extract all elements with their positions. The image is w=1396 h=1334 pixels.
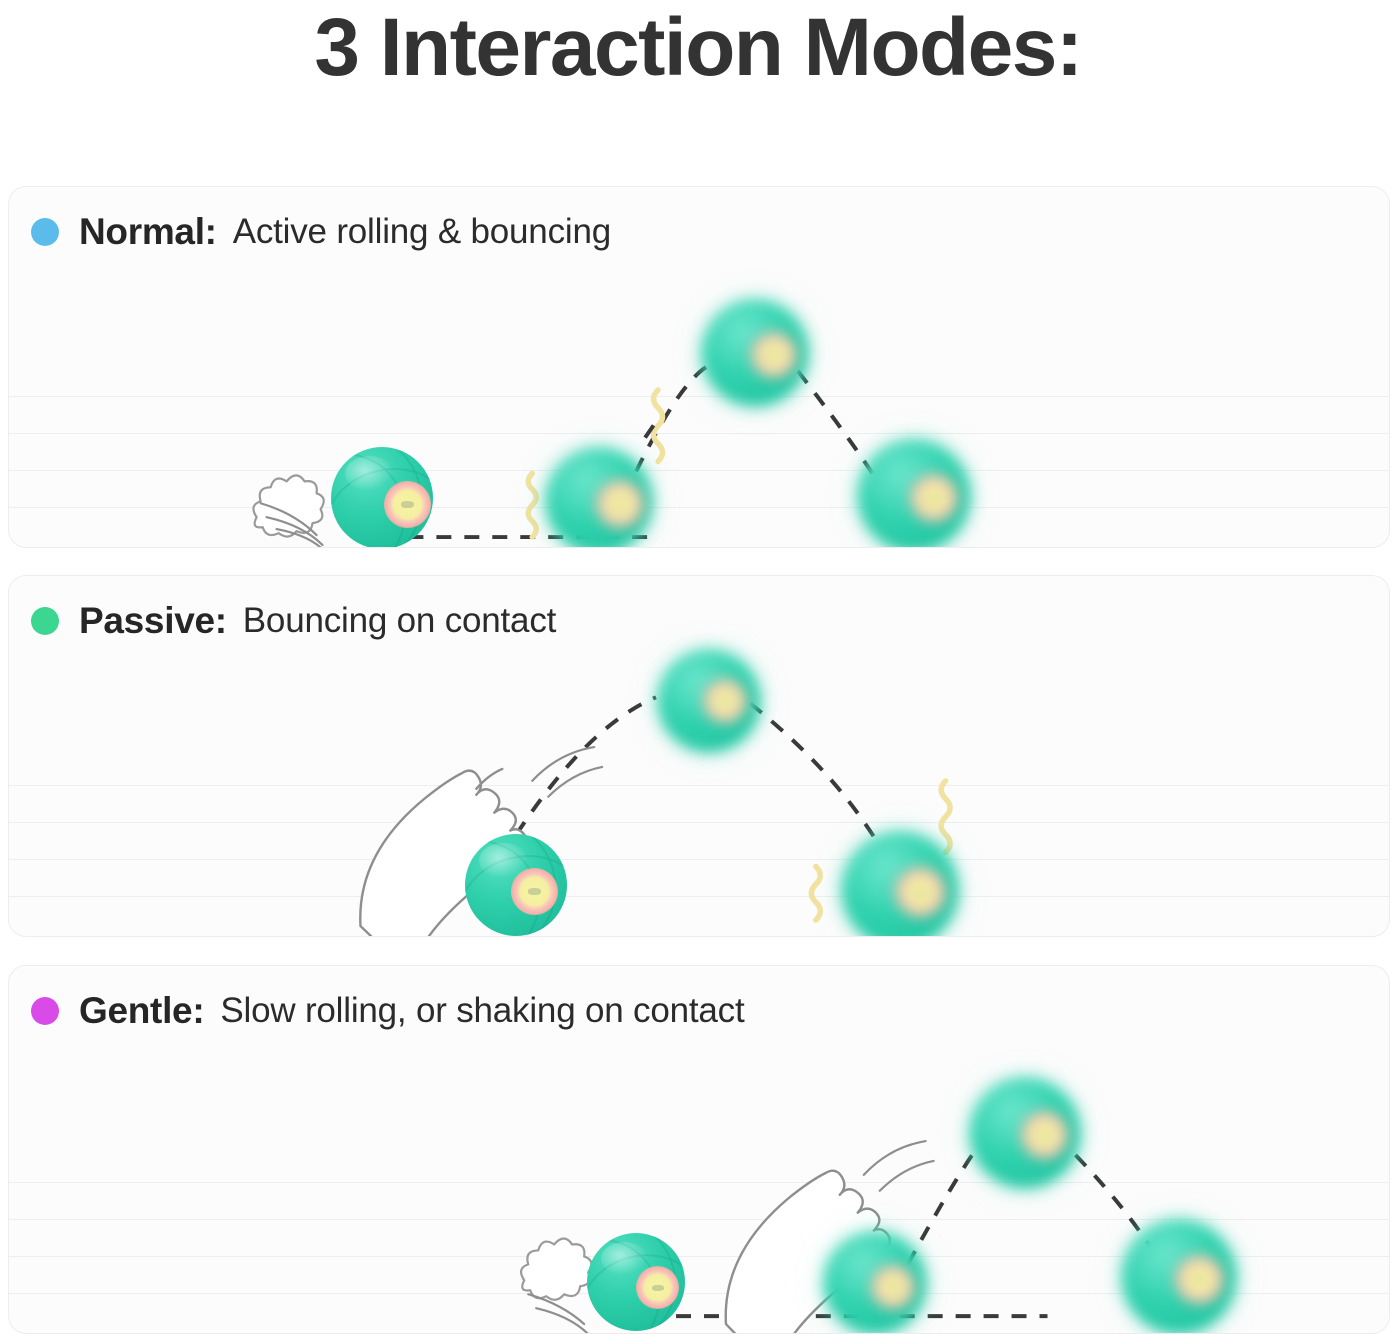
magenta-dot-icon [31, 997, 59, 1025]
ball-eye-pupil [718, 698, 732, 705]
blue-dot-icon [31, 218, 59, 246]
page-title: 3 Interaction Modes: [314, 2, 1083, 93]
ball-eye-icon [510, 867, 558, 915]
mode-description-gentle: Slow rolling, or shaking on contact [220, 991, 745, 1030]
ball-landing-gentle [1123, 1221, 1235, 1333]
ball-gloss [600, 1241, 648, 1276]
ball-contact-gentle [825, 1233, 925, 1333]
ball-eye-pupil [613, 501, 627, 508]
ball-eye-icon [384, 480, 431, 528]
ball-eye-pupil [927, 495, 941, 503]
green-dot-icon [31, 607, 59, 635]
ball-eye-icon [871, 1265, 915, 1309]
dust-puff [519, 1237, 593, 1301]
mode-name-normal: Normal: [79, 211, 217, 252]
ball-contact-passive [465, 834, 567, 936]
motion-lines [259, 502, 324, 547]
ball-eye-icon [1020, 1111, 1069, 1159]
ball-eye-pupil [400, 501, 415, 508]
ball-eye-icon [636, 1266, 680, 1310]
ball-eye-pupil [913, 889, 928, 897]
ball-rolling-normal [331, 447, 433, 547]
mode-description-normal: Active rolling & bouncing [232, 212, 611, 251]
ball-eye-icon [703, 679, 747, 723]
ball-eye-pupil [886, 1284, 900, 1291]
dashed-arc-path-down [796, 369, 876, 477]
motion-lines [527, 1293, 589, 1333]
ball-eye-icon [895, 867, 946, 918]
mode-card-passive: Passive: Bouncing on contact [8, 575, 1390, 937]
ball-bounce-start-normal [547, 449, 651, 547]
ball-landing-passive [843, 833, 957, 936]
ball-eye-pupil [1037, 1132, 1052, 1139]
ball-apex-gentle [971, 1079, 1079, 1187]
dashed-arc-path-up [634, 364, 710, 473]
mode-header-gentle: Gentle: Slow rolling, or shaking on cont… [31, 990, 745, 1032]
vibration-squiggle-right [938, 778, 953, 856]
ball-eye-icon [595, 480, 644, 529]
dashed-arc-path-down [748, 701, 876, 838]
illustration-normal [9, 187, 1389, 547]
mode-description-passive: Bouncing on contact [242, 601, 557, 640]
mode-name-passive: Passive: [79, 600, 227, 641]
ball-landing-normal [859, 441, 969, 547]
ball-eye-pupil [767, 352, 781, 359]
ball-eye-pupil [651, 1285, 664, 1292]
ball-eye-pupil [527, 888, 541, 895]
motion-arcs [531, 745, 604, 798]
illustration-passive [9, 576, 1389, 936]
mode-card-normal: Normal: Active rolling & bouncing [8, 186, 1390, 548]
ball-eye-icon [750, 332, 797, 378]
mode-header-passive: Passive: Bouncing on contact [31, 600, 556, 642]
vibration-squiggle-left [525, 470, 539, 540]
ball-apex-passive [659, 651, 759, 751]
vibration-squiggle-right [650, 387, 666, 465]
motion-arcs [862, 1139, 935, 1192]
ball-gloss [345, 456, 395, 491]
mode-card-gentle: Gentle: Slow rolling, or shaking on cont… [8, 965, 1390, 1334]
mode-name-gentle: Gentle: [79, 990, 205, 1031]
mode-header-normal: Normal: Active rolling & bouncing [31, 211, 611, 253]
vibration-squiggle-bottom [808, 863, 824, 923]
ball-rolling-gentle [587, 1233, 685, 1331]
ball-apex-normal [703, 301, 807, 405]
dashed-arc-path-up [514, 695, 657, 836]
ball-eye-icon [909, 474, 958, 523]
impact-tick [643, 420, 658, 439]
ball-eye-icon [1174, 1254, 1224, 1304]
dust-puff [252, 474, 325, 538]
ball-eye-pupil [1192, 1276, 1207, 1284]
